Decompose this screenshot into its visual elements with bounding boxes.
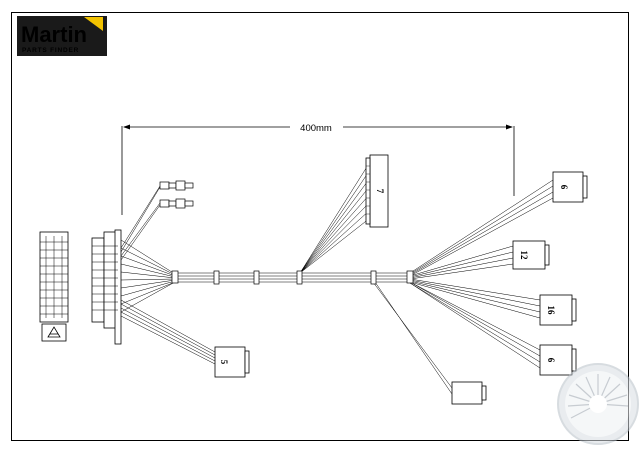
connector-right-12: [512, 240, 550, 270]
logo-tagline: PARTS FINDER: [22, 47, 79, 54]
spade-terminals: [159, 180, 194, 209]
connector-right-16: [539, 294, 577, 326]
connector-right-6-top: [552, 171, 588, 203]
dimension-line: [121, 124, 515, 215]
martin-logo: Martin PARTS FINDER: [17, 16, 107, 56]
connector-right-6-bottom: [539, 344, 577, 376]
sunburst-disc-icon: [557, 363, 639, 445]
label-connector-5: 5: [219, 360, 229, 365]
connector-bottom: [451, 381, 487, 405]
label-connector-12: 12: [519, 251, 529, 261]
label-connector-7: 7: [375, 189, 385, 194]
label-connector-6-top: 6: [559, 185, 569, 190]
label-connector-16: 16: [546, 306, 556, 316]
connector-lower-5: [214, 346, 250, 378]
main-connector-block: [39, 229, 122, 345]
dimension-label: 400mm: [300, 123, 332, 134]
cable-ties: [171, 270, 414, 285]
label-connector-6-bottom: 6: [546, 358, 556, 363]
logo-brand: Martin: [21, 22, 87, 47]
drawing-frame: [11, 12, 629, 441]
connector-top-7: [365, 154, 389, 228]
harness-wires: [120, 161, 554, 395]
